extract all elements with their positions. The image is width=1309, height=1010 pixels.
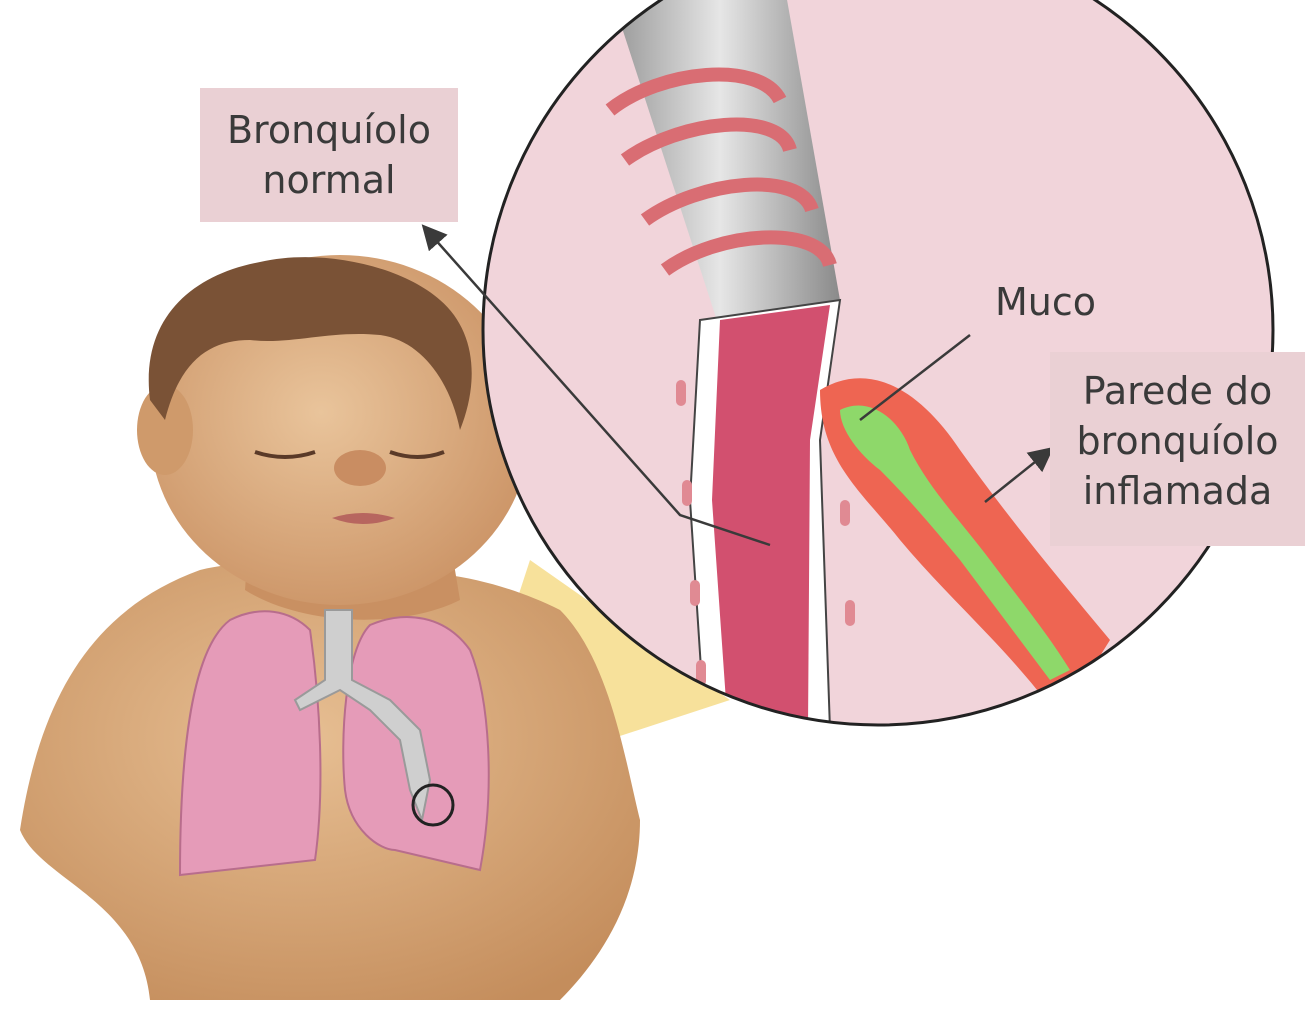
label-inflamed-wall-line1: Parede do	[1050, 366, 1305, 416]
label-mucus: Muco	[995, 277, 1096, 327]
label-inflamed-wall-line3: inflamada	[1050, 466, 1305, 516]
label-inflamed-wall-line2: bronquíolo	[1050, 416, 1305, 466]
label-normal-bronchiole: Bronquíolo normal	[200, 88, 458, 222]
label-normal-bronchiole-line1: Bronquíolo	[200, 105, 458, 155]
label-inflamed-wall: Parede do bronquíolo inflamada	[1050, 352, 1305, 546]
baby-nose	[334, 450, 386, 486]
label-normal-bronchiole-line2: normal	[200, 155, 458, 205]
